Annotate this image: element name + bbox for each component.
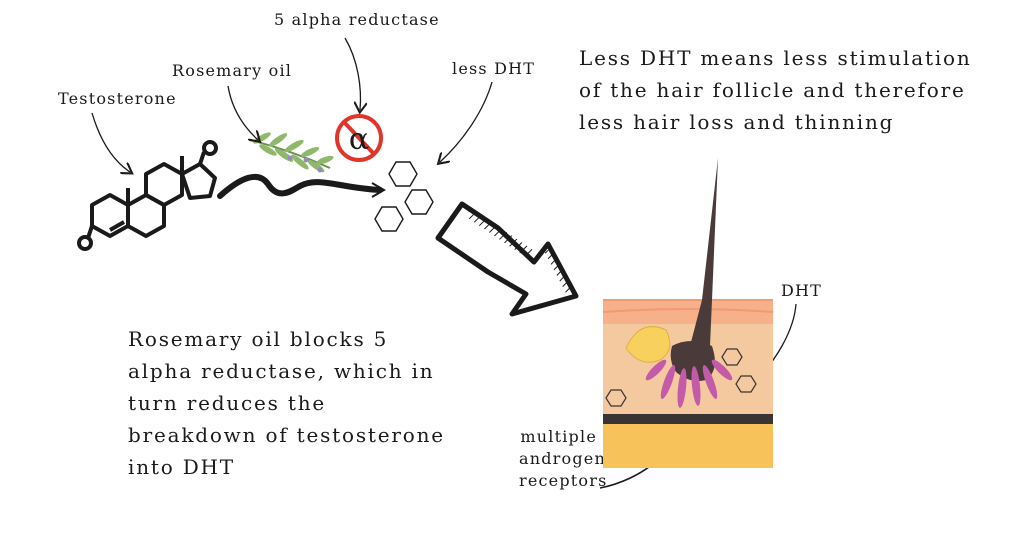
alpha-reductase-label: 5 alpha reductase [274, 10, 440, 29]
less-dht-label: less DHT [452, 59, 536, 78]
caption-line: breakdown of testosterone [128, 423, 445, 447]
less-dht-pointer-arrow [440, 81, 493, 162]
caption-line: Rosemary oil blocks 5 [128, 327, 389, 351]
caption-line: alpha reductase, which in [128, 359, 435, 383]
top-right-caption: Less DHT means less stimulation of the h… [579, 42, 972, 138]
caption-line: less hair loss and thinning [579, 110, 895, 134]
bottom-left-caption: Rosemary oil blocks 5 alpha reductase, w… [128, 323, 445, 483]
receptors-label-line: receptors [519, 471, 608, 490]
no-alpha-reductase-icon: α [335, 114, 383, 162]
rosemary-pointer-arrow [227, 85, 258, 140]
skin-cross-section-icon [602, 158, 774, 468]
receptors-label: multiple androgen receptors [519, 426, 608, 492]
receptors-label-line: androgen [519, 449, 606, 468]
dht-label: DHT [781, 281, 823, 300]
alpha-pointer-arrow [344, 37, 360, 110]
wavy-arrow [217, 173, 383, 199]
dht-hexagons-icon [374, 161, 434, 232]
receptors-label-line: multiple [520, 427, 597, 446]
big-down-arrow [435, 201, 579, 317]
testosterone-label: Testosterone [58, 89, 177, 108]
caption-line: of the hair follicle and therefore [579, 78, 966, 102]
rosemary-oil-label: Rosemary oil [172, 61, 293, 80]
testosterone-molecule-icon [77, 140, 218, 251]
caption-line: into DHT [128, 455, 235, 479]
caption-line: turn reduces the [128, 391, 327, 415]
testosterone-pointer-arrow [91, 112, 130, 172]
caption-line: Less DHT means less stimulation [579, 46, 972, 70]
alpha-symbol: α [349, 122, 369, 157]
rosemary-sprig-icon [249, 132, 334, 173]
